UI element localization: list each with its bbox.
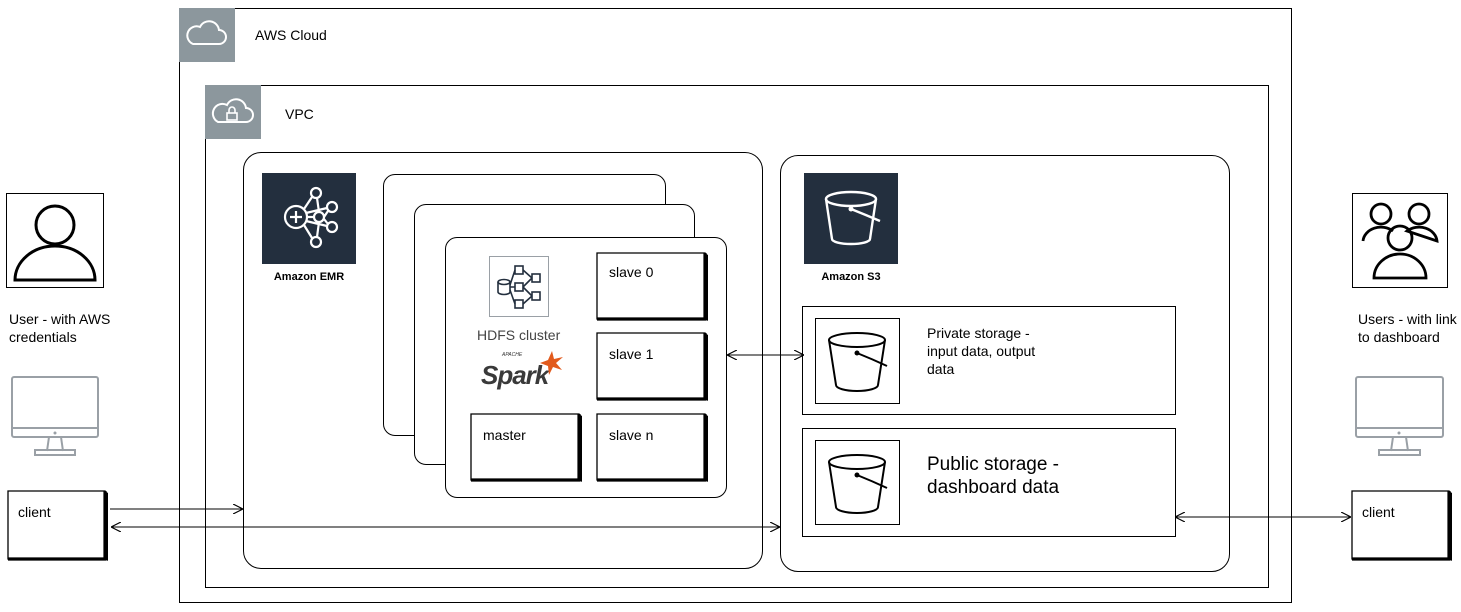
bucket-icon [804, 173, 898, 264]
cloud-icon [179, 8, 235, 62]
aws-cloud-label: AWS Cloud [255, 27, 327, 43]
emr-icon [262, 173, 356, 264]
cloud-lock-icon [205, 85, 261, 139]
node-slave-n: slave n [596, 413, 710, 483]
node-slave-0: slave 0 [596, 252, 710, 322]
client-left: client [7, 490, 110, 562]
user-left-label: User - with AWS credentials [9, 311, 111, 345]
user-icon [6, 193, 104, 288]
users-group-icon [1352, 193, 1448, 288]
node-slave-0-label: slave 0 [609, 264, 654, 280]
private-bucket-icon [815, 318, 900, 404]
vpc-group [205, 85, 1269, 588]
emr-caption: Amazon EMR [273, 271, 345, 283]
monitor-icon-right [1355, 376, 1444, 456]
hdfs-cluster-icon [489, 256, 549, 317]
client-right: client [1351, 490, 1454, 562]
public-bucket-icon [815, 440, 900, 525]
hdfs-cluster-label: HDFS cluster [477, 327, 561, 343]
vpc-label: VPC [285, 106, 314, 122]
spark-logo-text: Spark [481, 360, 549, 390]
spark-logo-apache-text: APACHE [502, 352, 523, 358]
client-left-label: client [18, 504, 51, 520]
spark-logo: APACHE Spark [480, 350, 570, 394]
users-right-label: Users - with link to dashboard [1358, 311, 1457, 345]
node-slave-1: slave 1 [596, 332, 710, 402]
client-right-label: client [1362, 504, 1395, 520]
node-master-label: master [483, 427, 526, 443]
s3-caption: Amazon S3 [821, 271, 881, 283]
node-master: master [470, 413, 584, 483]
node-slave-1-label: slave 1 [609, 346, 654, 362]
aws-cloud-group [179, 8, 1292, 603]
private-storage-label: Private storage - input data, output dat… [927, 325, 1036, 377]
node-slave-n-label: slave n [609, 427, 654, 443]
public-storage-label: Public storage - dashboard data [927, 454, 1060, 498]
monitor-icon-left [11, 376, 99, 456]
